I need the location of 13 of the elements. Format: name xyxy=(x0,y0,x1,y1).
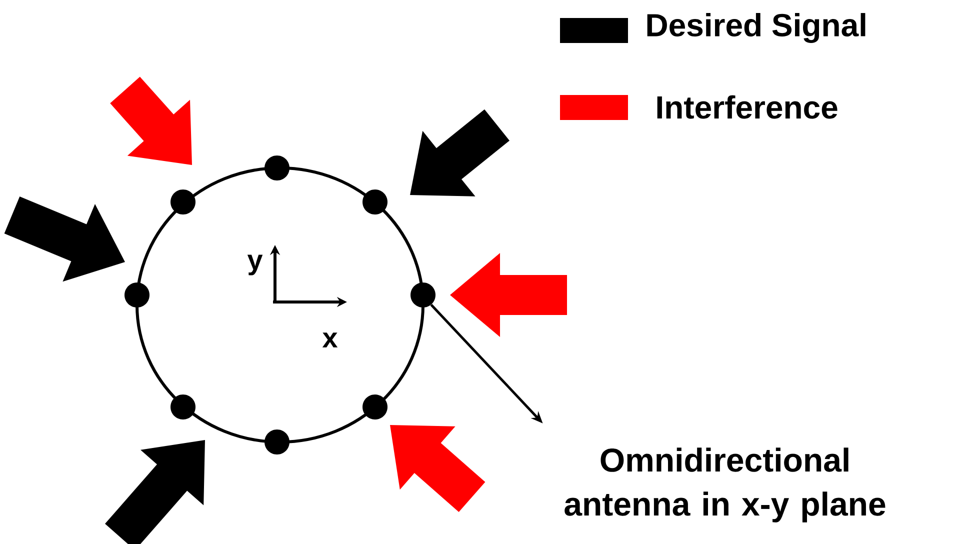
legend-label: Desired Signal xyxy=(647,13,866,43)
annotation-text: Omnidirectional antenna in x-y plane xyxy=(564,448,886,522)
antenna-dot xyxy=(170,190,196,214)
legend-label: Interference xyxy=(657,95,838,119)
antenna-dot xyxy=(170,394,196,420)
axis-label: y xyxy=(247,254,263,276)
antenna-dot xyxy=(362,394,388,420)
antenna-dot xyxy=(264,430,290,454)
axis-label: x xyxy=(322,332,338,348)
antenna-dot xyxy=(410,282,436,308)
antenna-dot xyxy=(124,282,150,308)
antenna-dot xyxy=(362,190,388,214)
antenna-dot xyxy=(264,156,290,180)
